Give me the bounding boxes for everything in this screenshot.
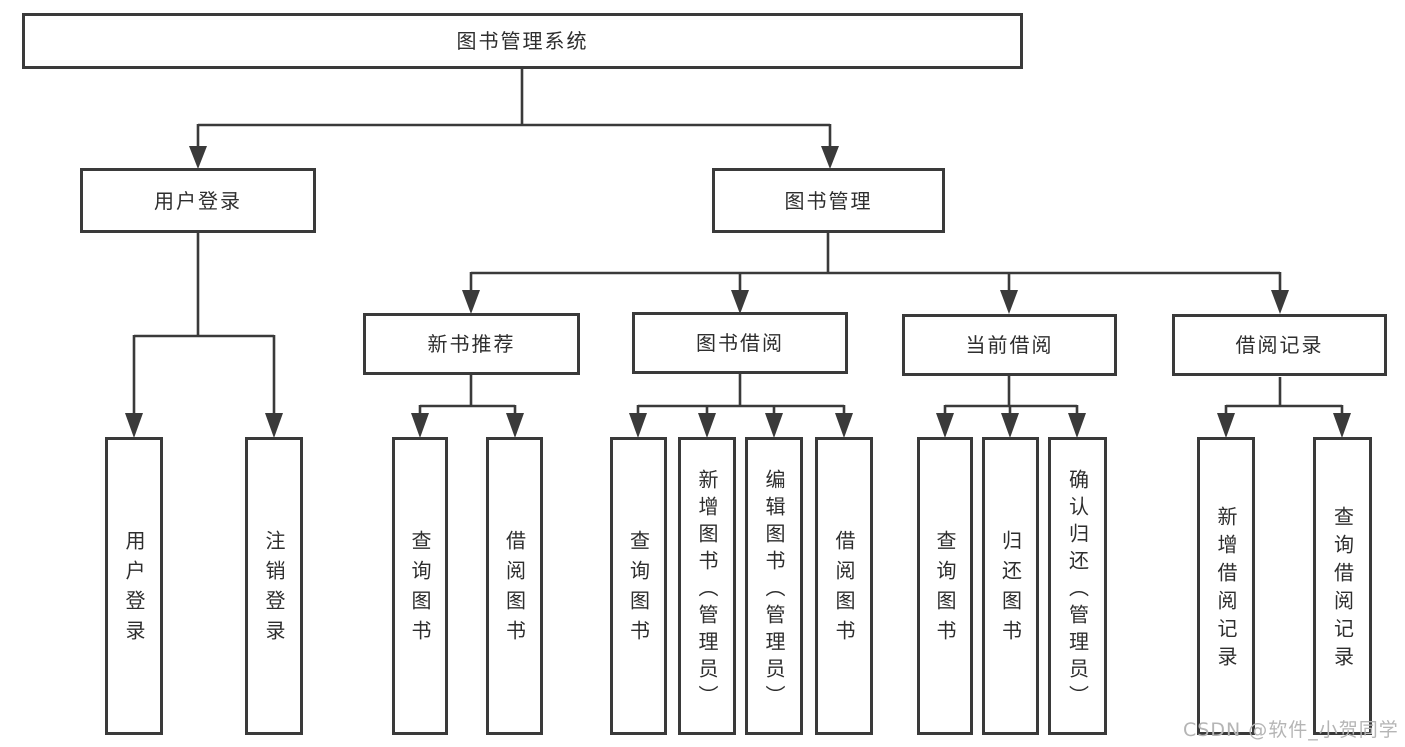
arrowheads: [125, 146, 1351, 438]
node-user-login: 用户登录: [80, 168, 316, 233]
leaf-add-borrow-record: 新增借阅记录: [1197, 437, 1255, 735]
leaf-query-books-borrow: 查询图书: [610, 437, 667, 735]
node-book-borrow: 图书借阅: [632, 312, 848, 374]
leaf-add-books-admin: 新增图书（管理员）: [678, 437, 736, 735]
leaf-query-books-recommend: 查询图书: [392, 437, 448, 735]
node-book-management: 图书管理: [712, 168, 945, 233]
node-borrow-record: 借阅记录: [1172, 314, 1387, 376]
leaf-user-login: 用户登录: [105, 437, 163, 735]
leaf-borrow-books: 借阅图书: [815, 437, 873, 735]
node-current-borrow: 当前借阅: [902, 314, 1117, 376]
leaf-borrow-books-recommend: 借阅图书: [486, 437, 543, 735]
leaf-edit-books-admin: 编辑图书（管理员）: [745, 437, 803, 735]
node-new-book-recommend: 新书推荐: [363, 313, 580, 375]
leaf-query-borrow-record: 查询借阅记录: [1313, 437, 1372, 735]
node-root-system: 图书管理系统: [22, 13, 1023, 69]
csdn-watermark: CSDN @软件_小贺同学: [1183, 719, 1399, 741]
leaf-logout: 注销登录: [245, 437, 303, 735]
leaf-confirm-return-admin: 确认归还（管理员）: [1048, 437, 1107, 735]
leaf-return-books: 归还图书: [982, 437, 1039, 735]
leaf-query-books-current: 查询图书: [917, 437, 973, 735]
